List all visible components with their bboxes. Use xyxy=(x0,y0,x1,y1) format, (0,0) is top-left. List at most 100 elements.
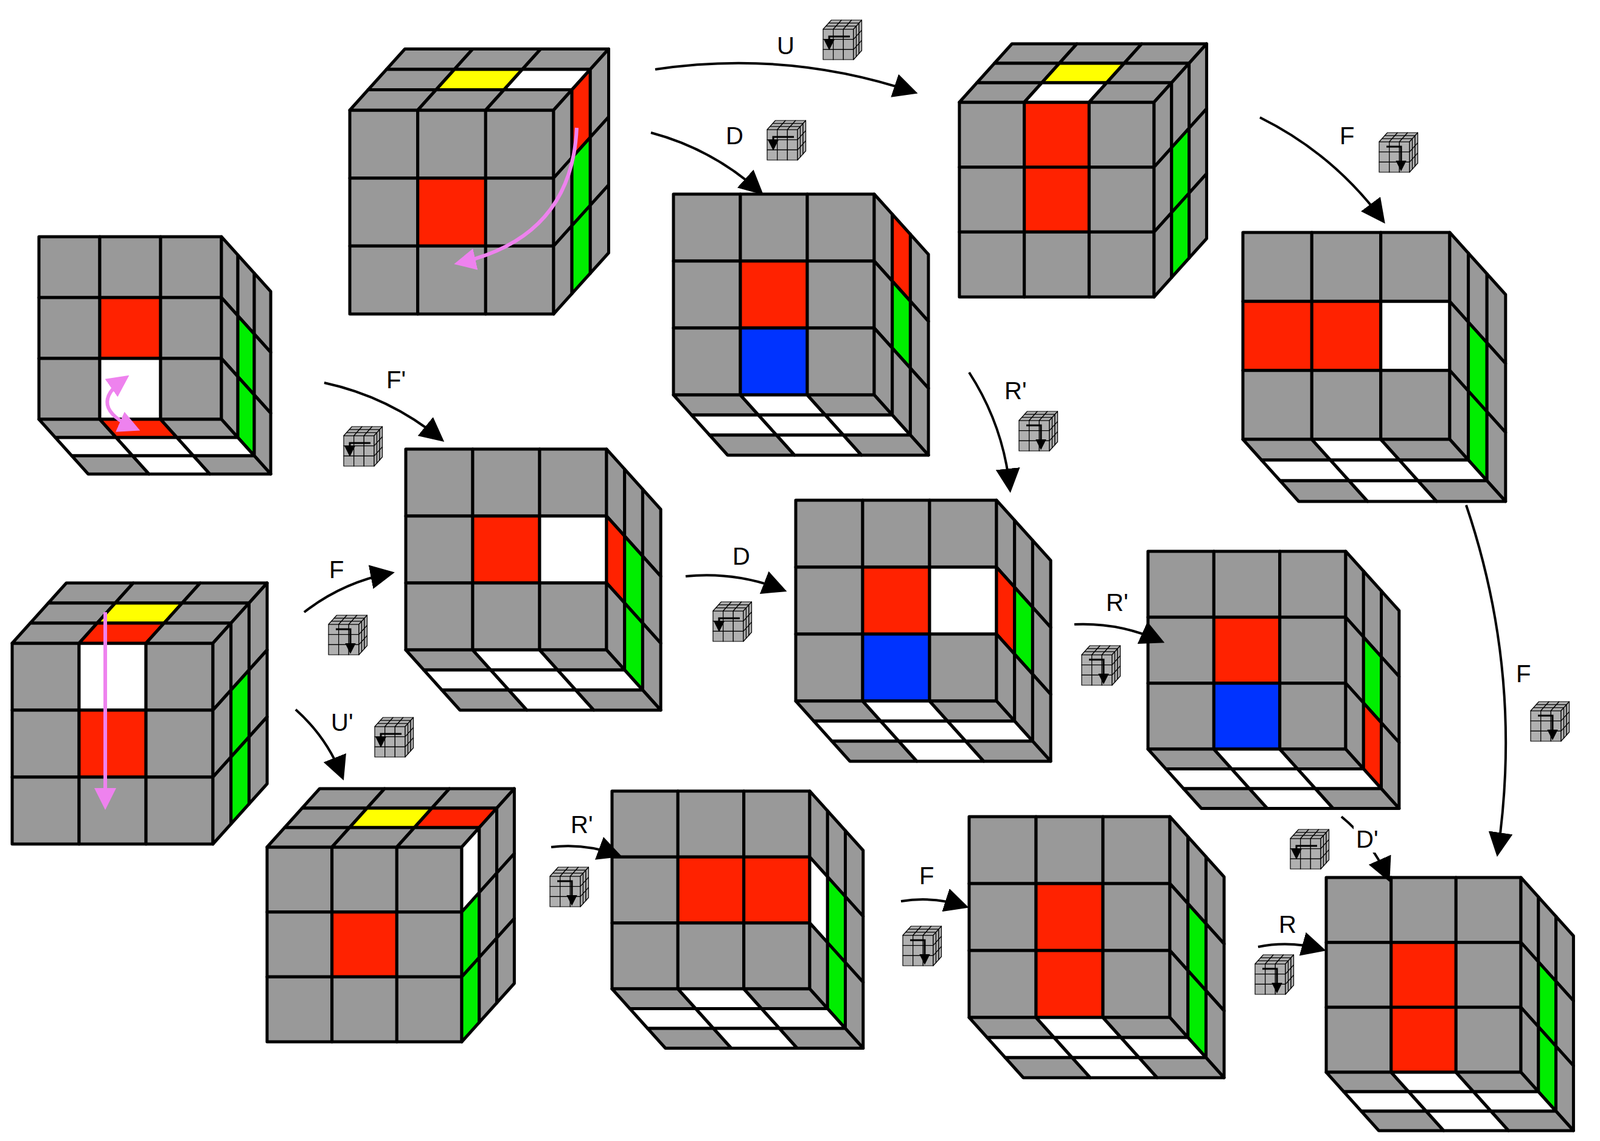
rubiks-cube xyxy=(1379,132,1419,173)
cube-sticker xyxy=(1213,683,1280,749)
cube-sticker xyxy=(585,886,589,901)
cube-sticker xyxy=(1540,730,1552,741)
cube-sticker xyxy=(1147,683,1214,749)
cube-sticker xyxy=(965,740,1051,762)
cube-sticker xyxy=(1310,838,1321,849)
cube-sticker xyxy=(79,709,147,777)
cube-sticker xyxy=(1242,301,1312,370)
cube-sticker xyxy=(12,643,80,710)
cube-sticker xyxy=(807,394,893,415)
cube-sticker xyxy=(549,896,561,907)
cube-sticker xyxy=(396,911,462,978)
rubiks-cube xyxy=(267,788,515,1042)
cube-sticker xyxy=(1255,973,1266,985)
move-arrow xyxy=(900,899,965,906)
cube-sticker xyxy=(1255,983,1266,995)
cube-sticker xyxy=(733,621,744,632)
cube-sticker xyxy=(396,976,462,1042)
cube-sticker xyxy=(408,740,412,754)
cube-sticker xyxy=(1024,231,1090,297)
cube-sticker xyxy=(410,737,414,751)
move-icon-arrow xyxy=(557,880,572,903)
cube-sticker xyxy=(479,937,498,1023)
cube-sticker xyxy=(969,883,1037,951)
move-label: F xyxy=(1337,122,1357,150)
move-label: R xyxy=(1276,910,1299,938)
cube-sticker xyxy=(1036,883,1103,951)
cube-sticker xyxy=(160,419,238,438)
cube-sticker xyxy=(160,236,222,298)
cube-sticker xyxy=(787,129,798,140)
cube-sticker xyxy=(343,435,355,446)
cube-sticker xyxy=(1389,152,1400,163)
rubiks-cube xyxy=(1147,551,1400,809)
cube-sticker xyxy=(549,886,561,897)
move-icon-arrow xyxy=(1296,845,1318,857)
cube-sticker xyxy=(472,515,540,583)
cube-sticker xyxy=(1379,152,1390,163)
cube-sticker xyxy=(12,709,80,777)
cube-sticker xyxy=(1154,212,1172,297)
move-icon-arrow xyxy=(335,629,351,651)
cube-sticker xyxy=(1117,665,1121,679)
cube-sticker xyxy=(777,129,788,140)
cube-sticker xyxy=(385,736,396,748)
rubiks-cube xyxy=(1326,877,1574,1131)
cube-sticker xyxy=(823,29,834,40)
cube-sticker xyxy=(807,260,875,328)
rubiks-cube xyxy=(1019,411,1058,451)
cube-sticker xyxy=(374,452,378,467)
cube-sticker xyxy=(777,149,788,160)
cube-sticker xyxy=(12,776,80,844)
cube-sticker xyxy=(1024,167,1090,233)
cube-sticker xyxy=(1054,431,1058,445)
move-icon-arrow xyxy=(380,733,402,745)
cube-sticker xyxy=(612,922,678,989)
cube-sticker xyxy=(590,184,609,274)
cube-sticker xyxy=(385,726,396,737)
cube-sticker xyxy=(902,945,914,956)
cube-sticker xyxy=(363,445,375,457)
cube-sticker xyxy=(354,455,365,467)
cube-sticker xyxy=(1320,855,1324,869)
cube-sticker xyxy=(267,976,333,1042)
move-label: U xyxy=(774,32,797,60)
cube-sticker xyxy=(853,46,857,60)
move-icon-arrow xyxy=(1537,715,1553,738)
cube-sticker xyxy=(193,455,271,474)
cube-sticker xyxy=(379,446,383,460)
cube-sticker xyxy=(539,515,607,583)
cube-sticker xyxy=(1455,1071,1539,1092)
move-arrow xyxy=(655,63,914,92)
rubiks-cube xyxy=(349,49,609,315)
cube-sticker xyxy=(338,644,350,655)
cube-sticker xyxy=(405,743,409,757)
cube-sticker xyxy=(673,260,741,328)
cube-sticker xyxy=(1115,668,1119,682)
cube-sticker xyxy=(1418,480,1506,502)
cube-sticker xyxy=(1112,671,1116,686)
rubiks-cube xyxy=(1242,232,1506,502)
cube-sticker xyxy=(1049,437,1053,451)
rubiks-cube xyxy=(1081,645,1121,686)
cube-sticker xyxy=(1311,301,1381,370)
move-icon-arrow xyxy=(773,136,794,148)
cube-sticker xyxy=(1415,152,1419,167)
cube-sticker xyxy=(212,756,232,844)
cube-sticker xyxy=(338,634,350,645)
cube-sticker xyxy=(823,39,834,50)
cube-sticker xyxy=(1379,161,1390,173)
move-label: R' xyxy=(568,810,596,838)
cube-sticker xyxy=(363,455,375,467)
cube-sticker xyxy=(761,1008,846,1029)
rubiks-cube xyxy=(795,500,1051,762)
cube-sticker xyxy=(856,43,860,57)
cube-sticker xyxy=(328,634,339,645)
move-icon-arrow xyxy=(1026,425,1041,448)
cube-sticker xyxy=(1297,768,1382,790)
cube-sticker xyxy=(1380,232,1450,302)
cube-sticker xyxy=(713,630,724,642)
cube-sticker xyxy=(913,955,924,966)
cube-sticker xyxy=(385,746,396,757)
move-arrow xyxy=(551,845,618,855)
